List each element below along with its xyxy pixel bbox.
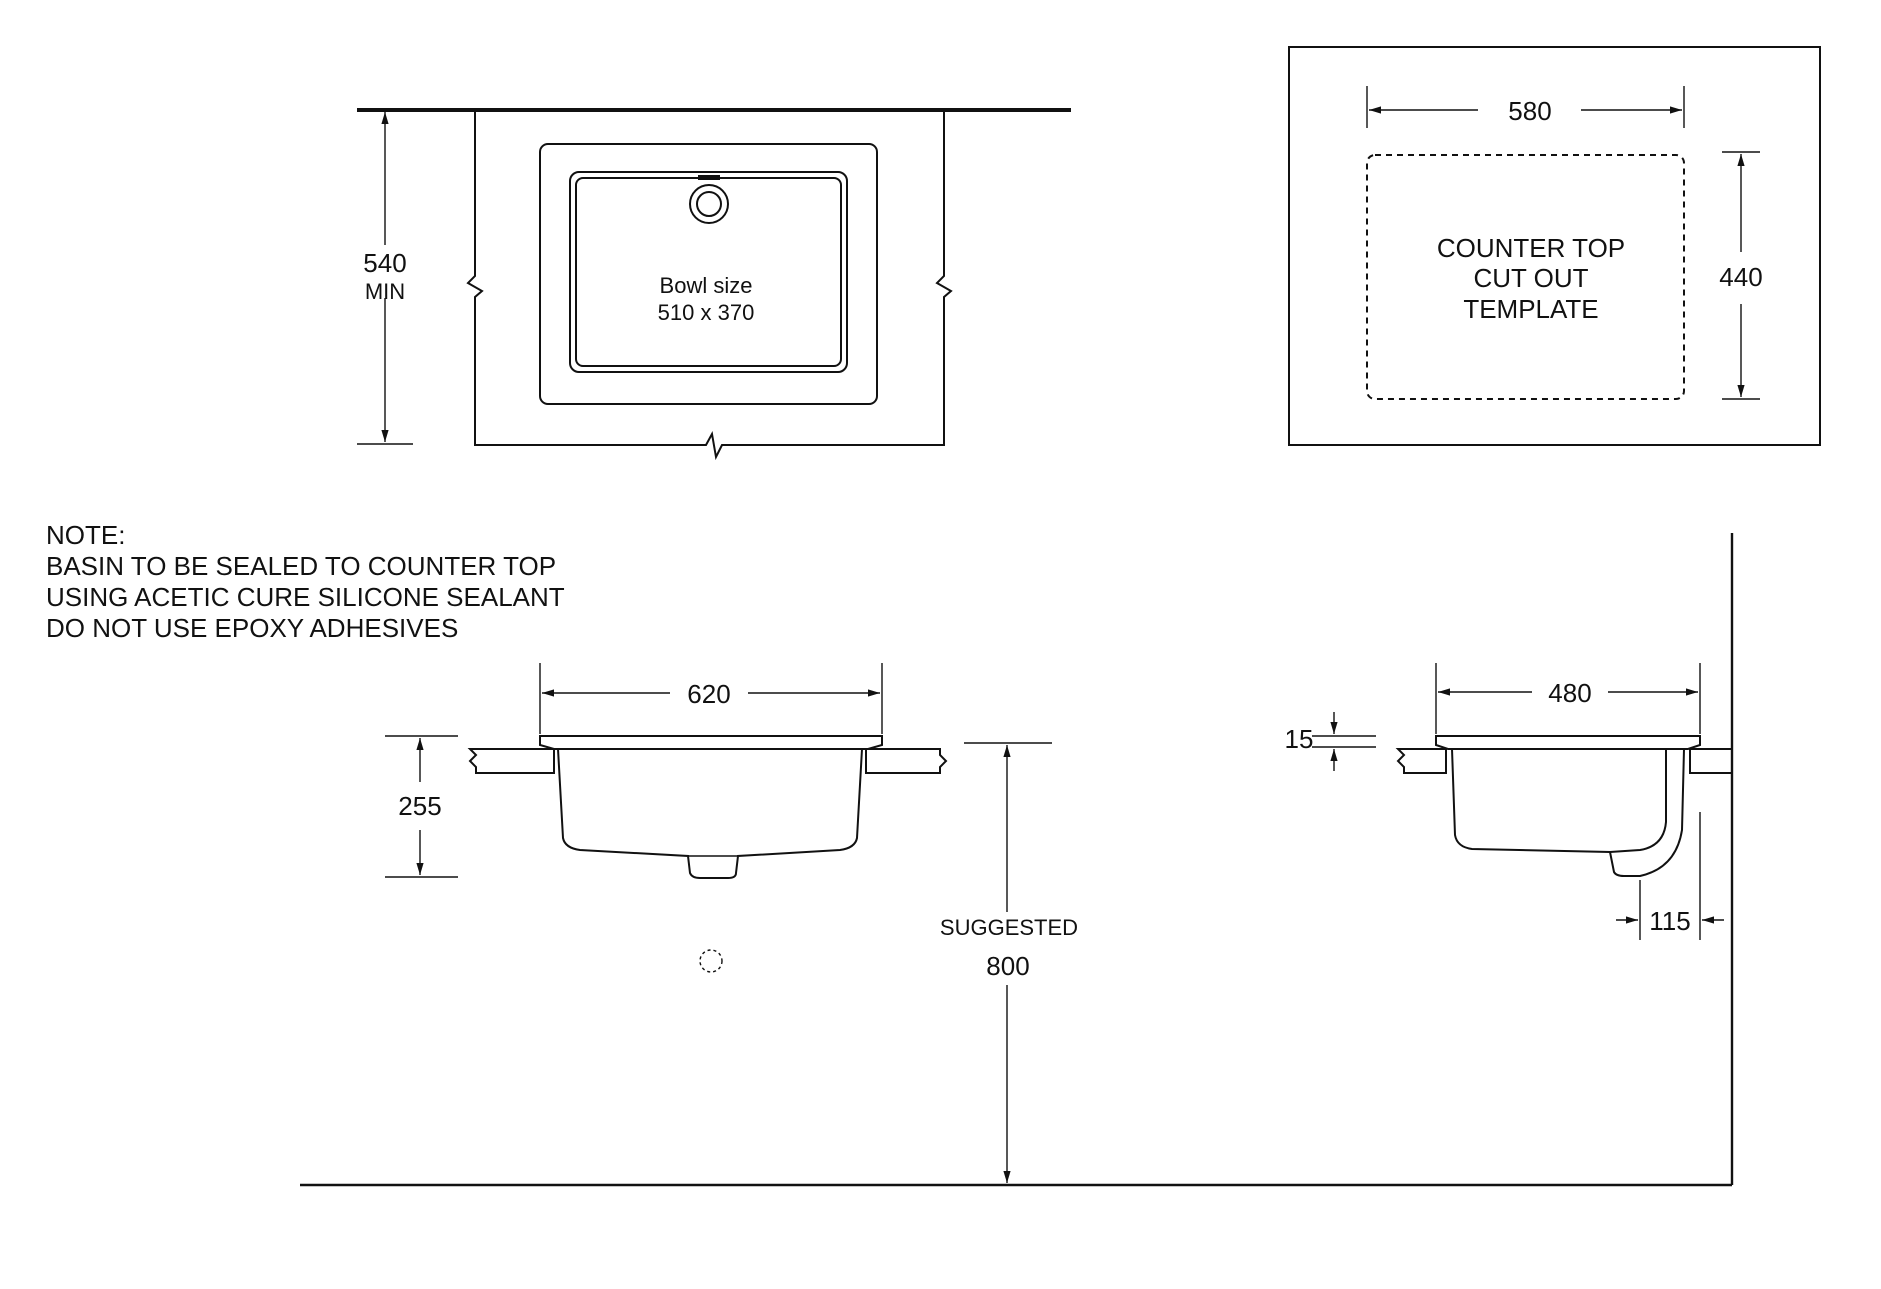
note-line-3: DO NOT USE EPOXY ADHESIVES: [46, 613, 459, 643]
front-height-value: 255: [398, 791, 441, 821]
installation-note: NOTE: BASIN TO BE SEALED TO COUNTER TOP …: [46, 520, 565, 644]
depth-dim-value: 540: [363, 248, 406, 278]
template-height-value: 440: [1719, 262, 1762, 292]
basin-outer-rim: [539, 143, 878, 405]
template-text-line-1: COUNTER TOP: [1437, 233, 1625, 263]
rim-dim-value: 15: [1285, 724, 1314, 754]
bowl-size-label: Bowl size: [660, 273, 753, 298]
bowl-inner-outline: [575, 177, 842, 367]
front-width-value: 620: [687, 679, 730, 709]
side-counter-left: [1395, 748, 1447, 774]
counter-outline: [466, 110, 953, 461]
overflow-slot: [698, 175, 720, 180]
cutout-template: 580 440 COUNTER TOP CUT OUT TEMPLATE: [1288, 46, 1821, 446]
drain-inner: [696, 191, 722, 217]
basin-rim: [539, 735, 883, 750]
offset-dim-value: 115: [1649, 906, 1690, 936]
depth-dim-suffix: MIN: [365, 279, 405, 304]
note-heading: NOTE:: [46, 520, 126, 550]
side-basin-bowl: [1451, 748, 1685, 877]
suggested-label: SUGGESTED: [940, 915, 1078, 940]
counter-slab-right: [865, 748, 948, 774]
front-elevation: 620 255 SUGGESTED 800: [300, 533, 1734, 1187]
bowl-outline: [569, 171, 848, 373]
note-line-2: USING ACETIC CURE SILICONE SEALANT: [46, 582, 565, 612]
template-text-line-3: TEMPLATE: [1463, 294, 1598, 324]
bowl-size-value: 510 x 370: [658, 300, 755, 325]
cutout-outline: [1366, 154, 1685, 400]
side-width-value: 480: [1548, 678, 1591, 708]
side-counter-right: [1689, 748, 1733, 774]
template-width-value: 580: [1508, 96, 1551, 126]
plan-view: Bowl size 510 x 370 540 MIN: [357, 108, 1071, 461]
template-text-line-2: CUT OUT: [1473, 263, 1588, 293]
drain-outer: [689, 184, 729, 224]
side-basin-rim: [1435, 735, 1701, 750]
counter-slab-left: [467, 748, 555, 774]
template-frame: [1288, 46, 1821, 446]
basin-bowl: [557, 748, 863, 879]
suggested-value: 800: [986, 951, 1029, 981]
waste-position-marker: [699, 949, 723, 973]
note-line-1: BASIN TO BE SEALED TO COUNTER TOP: [46, 551, 557, 581]
side-elevation: 480 15 115: [1285, 663, 1733, 940]
